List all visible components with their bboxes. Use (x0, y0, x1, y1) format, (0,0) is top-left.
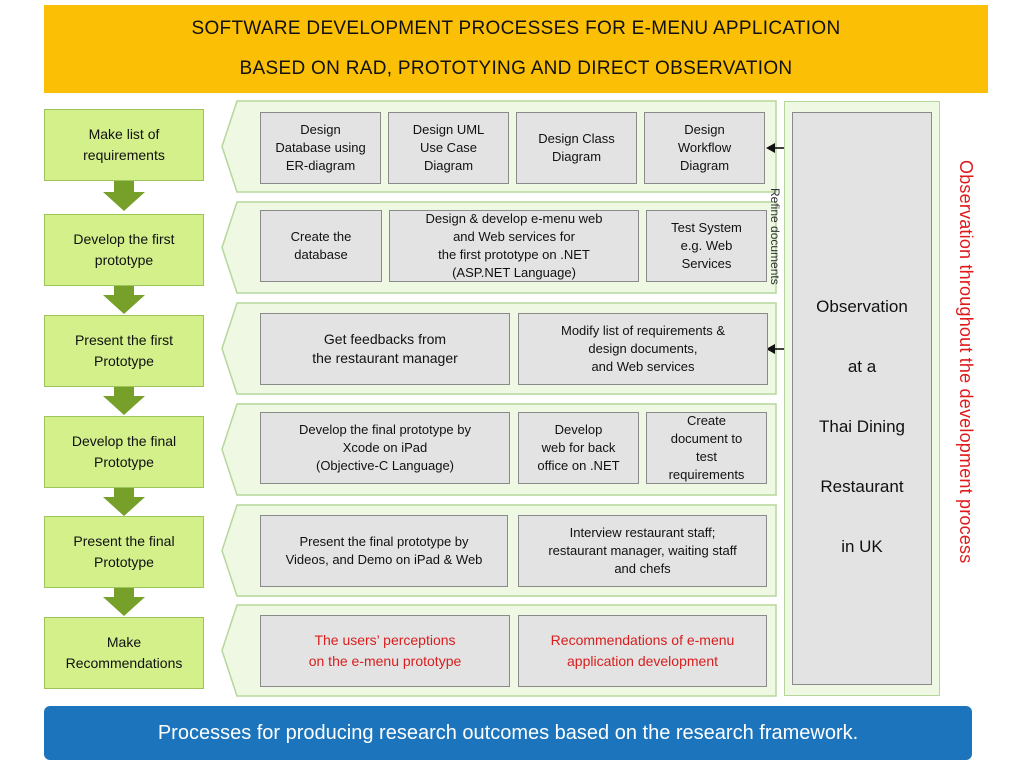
task-design-uml: Design UML Use Case Diagram (388, 112, 509, 184)
task-label: Design Database using ER-diagram (275, 122, 366, 173)
step-label: Present the first Prototype (74, 332, 174, 369)
task-label: Create document to test requirements (668, 413, 745, 482)
task-label: Modify list of requirements & design doc… (560, 323, 725, 374)
footer-text: Processes for producing research outcome… (157, 721, 859, 744)
step-label: Develop the final Prototype (71, 433, 177, 470)
task-label: Develop web for back office on .NET (537, 422, 620, 473)
step-make-recommendations: Make Recommendations (44, 617, 204, 689)
step-label: Present the final Prototype (73, 533, 175, 570)
task-label: Interview restaurant staff; restaurant m… (548, 525, 737, 576)
footer-banner: Processes for producing research outcome… (44, 706, 972, 760)
task-label: Present the final prototype by Videos, a… (285, 534, 483, 567)
task-develop-final-xcode: Develop the final prototype by Xcode on … (260, 412, 510, 484)
refine-arrowhead-top (766, 143, 775, 153)
step-present-final-prototype: Present the final Prototype (44, 516, 204, 588)
task-label: Create the database (290, 229, 352, 262)
task-get-feedbacks: Get feedbacks from the restaurant manage… (260, 313, 510, 385)
step-develop-first-prototype: Develop the first prototype (44, 214, 204, 286)
outcome-user-perceptions: The users’ perceptions on the e-menu pro… (260, 615, 510, 687)
step-make-requirements: Make list of requirements (44, 109, 204, 181)
observation-line: in UK (841, 537, 883, 556)
task-label: Design & develop e-menu web and Web serv… (425, 211, 603, 280)
observation-line: Thai Dining (819, 417, 905, 436)
task-design-workflow: Design Workflow Diagram (644, 112, 765, 184)
header-title-line1: SOFTWARE DEVELOPMENT PROCESSES FOR E-MEN… (191, 18, 841, 39)
task-label: Design Class Diagram (538, 131, 615, 164)
observation-box: Observation at a Thai Dining Restaurant … (792, 112, 932, 685)
task-modify-requirements: Modify list of requirements & design doc… (518, 313, 768, 385)
step-label: Develop the first prototype (73, 231, 175, 268)
observation-line: Restaurant (820, 477, 904, 496)
task-design-database: Design Database using ER-diagram (260, 112, 381, 184)
down-arrow-1 (103, 180, 145, 211)
step-label: Make Recommendations (65, 634, 183, 671)
refine-documents-label: Refine documents (768, 188, 782, 285)
outcome-recommendations: Recommendations of e-menu application de… (518, 615, 767, 687)
down-arrow-4 (103, 488, 145, 516)
down-arrow-2 (103, 285, 145, 314)
task-label: The users’ perceptions on the e-menu pro… (308, 632, 462, 669)
task-create-test-document: Create document to test requirements (646, 412, 767, 484)
task-label: Develop the final prototype by Xcode on … (299, 422, 471, 473)
header-title-line2: BASED ON RAD, PROTOTYING AND DIRECT OBSE… (239, 58, 793, 79)
task-label: Design Workflow Diagram (677, 122, 732, 173)
observation-line: at a (847, 357, 877, 376)
down-arrow-5 (103, 587, 145, 616)
task-create-database: Create the database (260, 210, 382, 282)
observation-line: Observation (816, 297, 908, 316)
task-label: Design UML Use Case Diagram (412, 122, 485, 173)
task-present-final-demo: Present the final prototype by Videos, a… (260, 515, 508, 587)
step-develop-final-prototype: Develop the final Prototype (44, 416, 204, 488)
task-design-class-diagram: Design Class Diagram (516, 112, 637, 184)
task-develop-back-office: Develop web for back office on .NET (518, 412, 639, 484)
task-label: Get feedbacks from the restaurant manage… (312, 331, 458, 366)
task-interview-staff: Interview restaurant staff; restaurant m… (518, 515, 767, 587)
observation-side-label: Observation throughout the development p… (956, 160, 976, 564)
refine-arrowhead-bottom (766, 344, 775, 354)
task-develop-web-services: Design & develop e-menu web and Web serv… (389, 210, 639, 282)
task-label: Recommendations of e-menu application de… (550, 632, 735, 669)
task-label: Test System e.g. Web Services (671, 220, 742, 271)
step-present-first-prototype: Present the first Prototype (44, 315, 204, 387)
step-label: Make list of requirements (83, 126, 165, 163)
diagram-header: SOFTWARE DEVELOPMENT PROCESSES FOR E-MEN… (44, 5, 988, 93)
task-test-system: Test System e.g. Web Services (646, 210, 767, 282)
down-arrow-3 (103, 387, 145, 415)
